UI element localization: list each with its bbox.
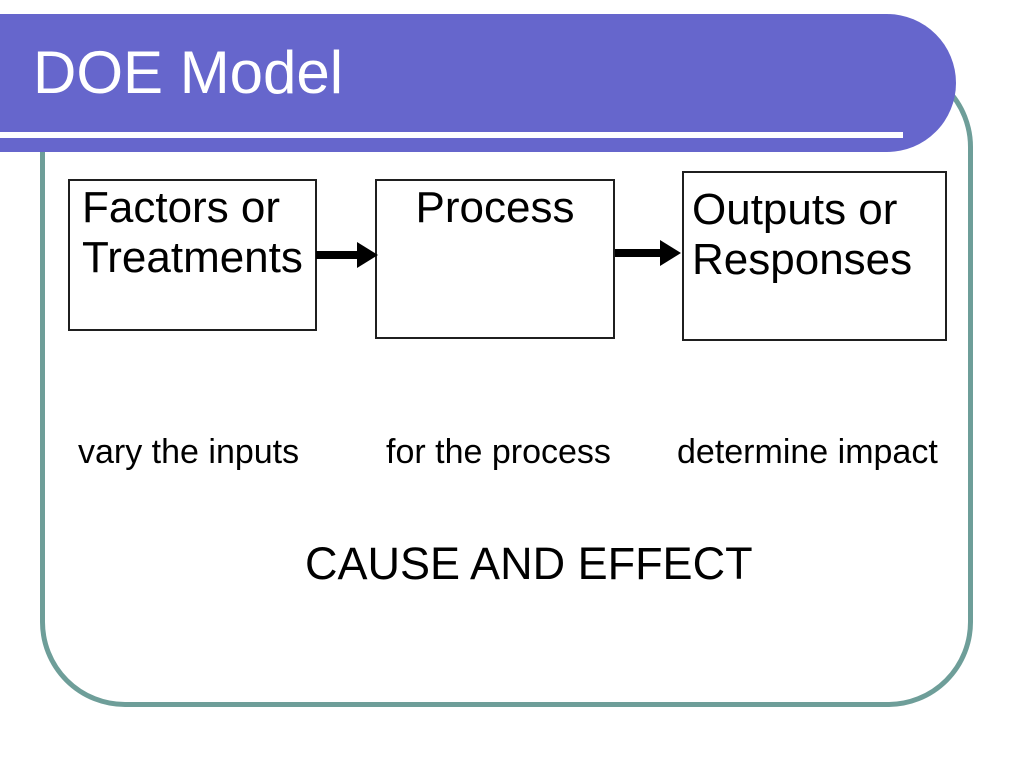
banner-underline — [0, 132, 903, 138]
diagram-box-process: Process — [375, 179, 615, 339]
arrow-shaft — [316, 251, 357, 259]
box-label-line: Outputs or — [692, 185, 898, 234]
title-banner: DOE Model — [0, 14, 956, 152]
content-frame-border — [40, 62, 973, 707]
sublabel-for-process: for the process — [386, 433, 611, 471]
arrow-shaft — [615, 249, 660, 257]
box-label-line: Factors or — [82, 183, 281, 232]
box-label-line: Treatments — [82, 233, 303, 282]
arrow-right-icon — [615, 240, 681, 266]
arrow-head — [357, 242, 378, 268]
sublabel-determine-impact: determine impact — [677, 433, 938, 471]
slide-title: DOE Model — [33, 39, 344, 106]
sublabel-vary-inputs: vary the inputs — [78, 433, 300, 471]
cause-and-effect-caption: CAUSE AND EFFECT — [305, 538, 753, 589]
box-label-line: Responses — [692, 235, 913, 284]
arrow-head — [660, 240, 681, 266]
diagram-box-factors: Factors or Treatments — [68, 179, 317, 331]
box-label-line: Process — [415, 183, 575, 232]
diagram-box-outputs: Outputs or Responses — [682, 171, 947, 341]
arrow-right-icon — [316, 242, 382, 268]
